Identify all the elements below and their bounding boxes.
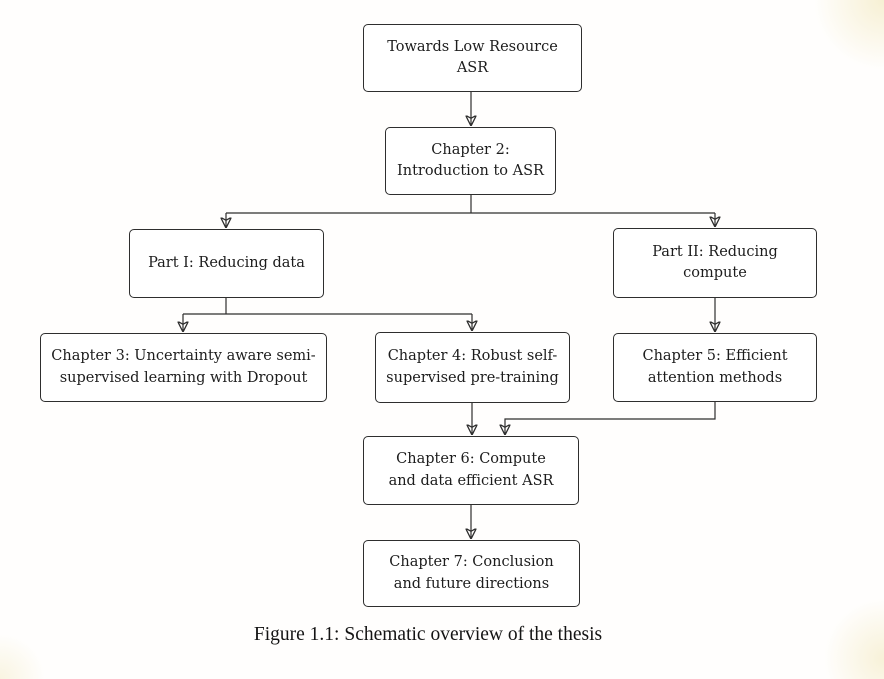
node-chapter-2: Chapter 2: Introduction to ASR (385, 127, 556, 195)
node-chapter-4: Chapter 4: Robust self- supervised pre-t… (375, 332, 570, 403)
node-chapter-3: Chapter 3: Uncertainty aware semi- super… (40, 333, 327, 402)
figure-caption: Figure 1.1: Schematic overview of the th… (253, 624, 603, 645)
node-part-1: Part I: Reducing data (129, 229, 324, 298)
node-part-2: Part II: Reducing compute (613, 228, 817, 298)
node-chapter-5: Chapter 5: Efficient attention methods (613, 333, 817, 402)
edge-ch5-ch6 (505, 402, 716, 434)
node-chapter-7: Chapter 7: Conclusion and future directi… (363, 540, 580, 607)
node-towards-low-resource-asr: Towards Low Resource ASR (363, 24, 582, 92)
node-chapter-6: Chapter 6: Compute and data efficient AS… (363, 436, 579, 505)
